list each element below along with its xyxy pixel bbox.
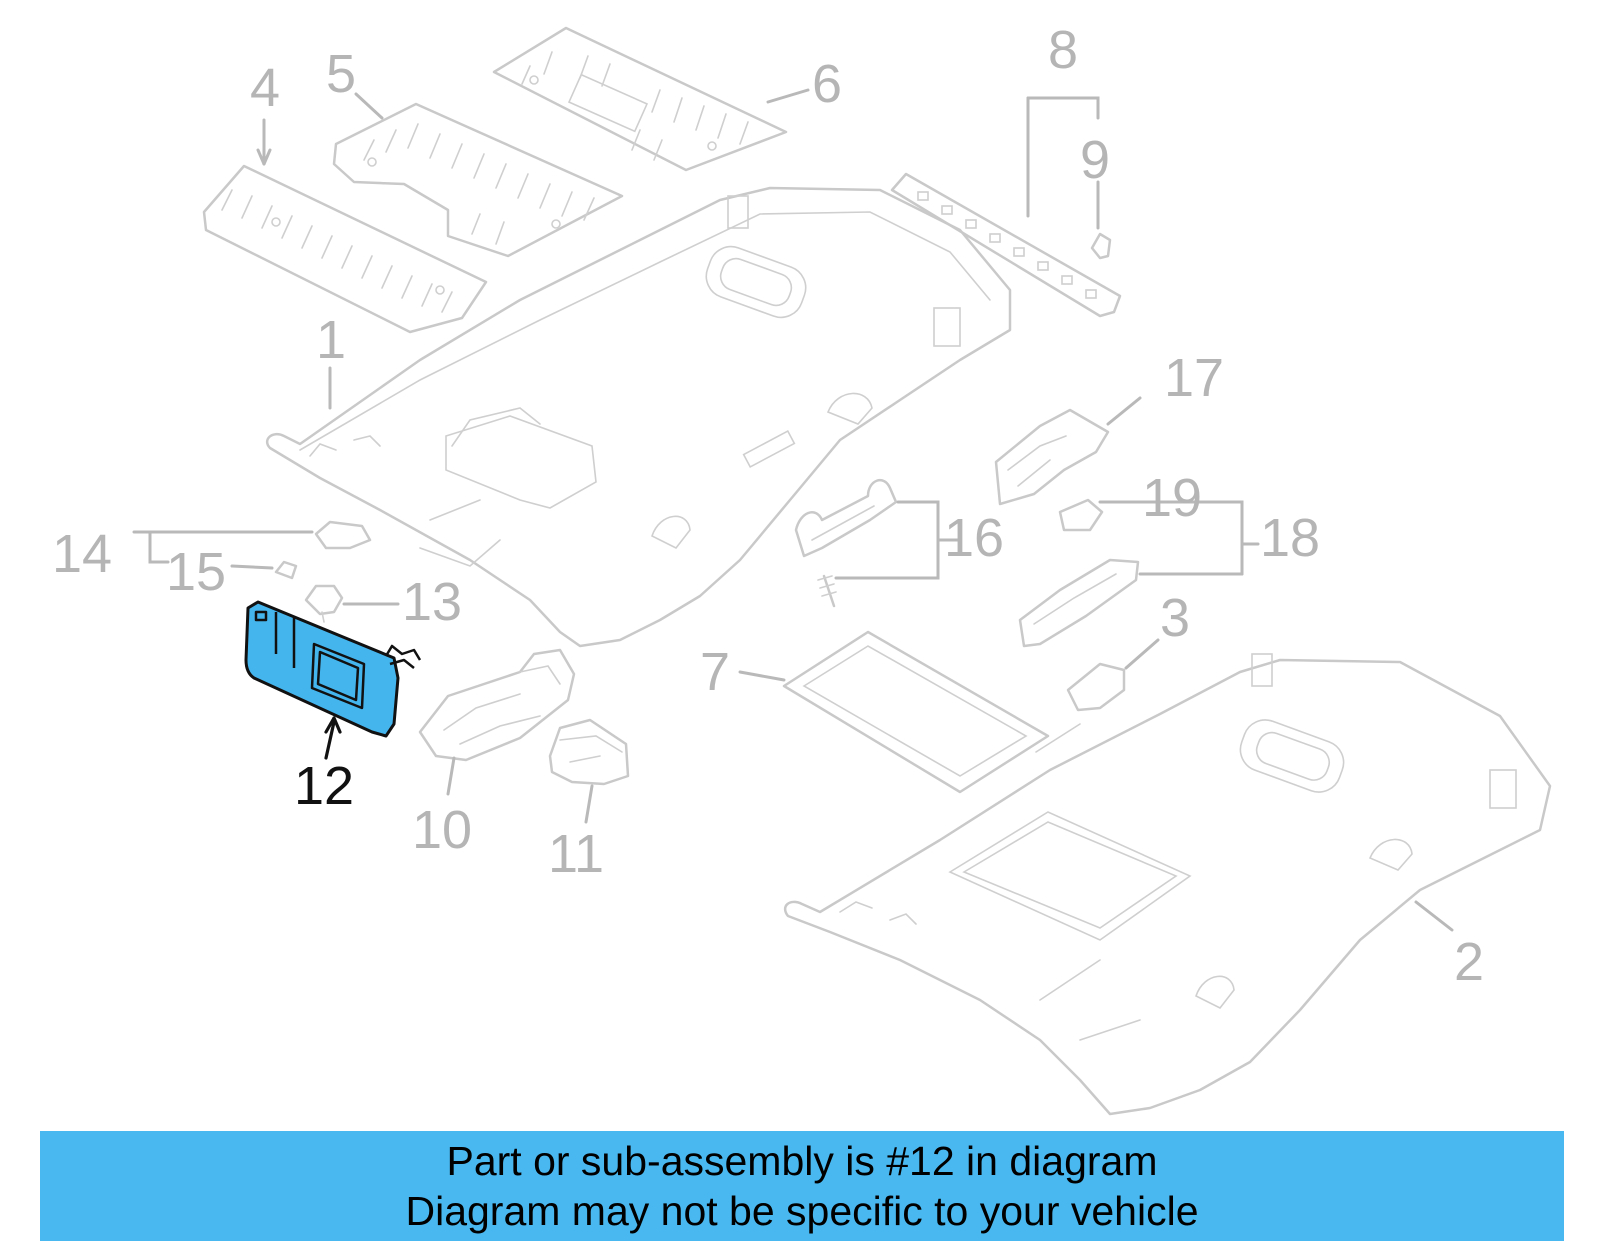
leader-lines	[132, 88, 1454, 932]
callout-12: 12	[294, 756, 354, 816]
callout-13: 13	[402, 572, 462, 632]
part-14-visor-clip	[314, 520, 372, 550]
part-9-clip	[1090, 232, 1112, 260]
part-5-insulation-pad	[332, 102, 624, 258]
callout-11: 11	[548, 824, 604, 884]
callout-10: 10	[412, 800, 472, 860]
part-19-clip	[1058, 498, 1104, 532]
callout-8: 8	[1048, 20, 1078, 80]
callout-3: 3	[1160, 588, 1190, 648]
callout-5: 5	[326, 44, 356, 104]
callout-1: 1	[316, 310, 346, 370]
part-8-roof-trim	[890, 172, 1122, 318]
callout-2: 2	[1454, 932, 1484, 992]
part-1-headliner	[265, 186, 1012, 648]
part-3-clip	[1066, 662, 1126, 712]
part-13-visor-holder	[304, 584, 344, 623]
part-15-clip	[274, 560, 298, 580]
callout-19: 19	[1142, 468, 1202, 528]
part-10-map-lamp	[418, 648, 576, 762]
banner-line-disclaimer: Diagram may not be specific to your vehi…	[405, 1188, 1199, 1234]
callout-14: 14	[52, 524, 112, 584]
callout-15: 15	[166, 542, 226, 602]
callout-6: 6	[812, 54, 842, 114]
part-16-grab-handle	[794, 478, 898, 608]
part-6-insulation-pad	[492, 26, 788, 172]
callout-labels: 4 5 6 8 9 1 17 19 18 16 14 15 13 3 7 12 …	[52, 20, 1484, 992]
part-2-headliner-sunroof	[783, 653, 1552, 1116]
callout-17: 17	[1164, 348, 1224, 408]
part-7-sunroof-frame	[782, 630, 1050, 794]
callout-9: 9	[1080, 130, 1110, 190]
part-4-insulation-pad	[202, 164, 488, 334]
callout-7: 7	[700, 642, 730, 702]
callout-18: 18	[1260, 508, 1320, 568]
callout-16: 16	[944, 508, 1004, 568]
info-banner: Part or sub-assembly is #12 in diagram D…	[40, 1131, 1564, 1241]
banner-line-part: Part or sub-assembly is #12 in diagram	[446, 1138, 1158, 1184]
part-18-handle-bracket	[1018, 558, 1140, 648]
part-17-bracket	[994, 408, 1110, 506]
part-12-sun-visor	[244, 600, 422, 738]
callout-4: 4	[250, 58, 280, 118]
part-11-lamp-socket	[548, 718, 630, 786]
